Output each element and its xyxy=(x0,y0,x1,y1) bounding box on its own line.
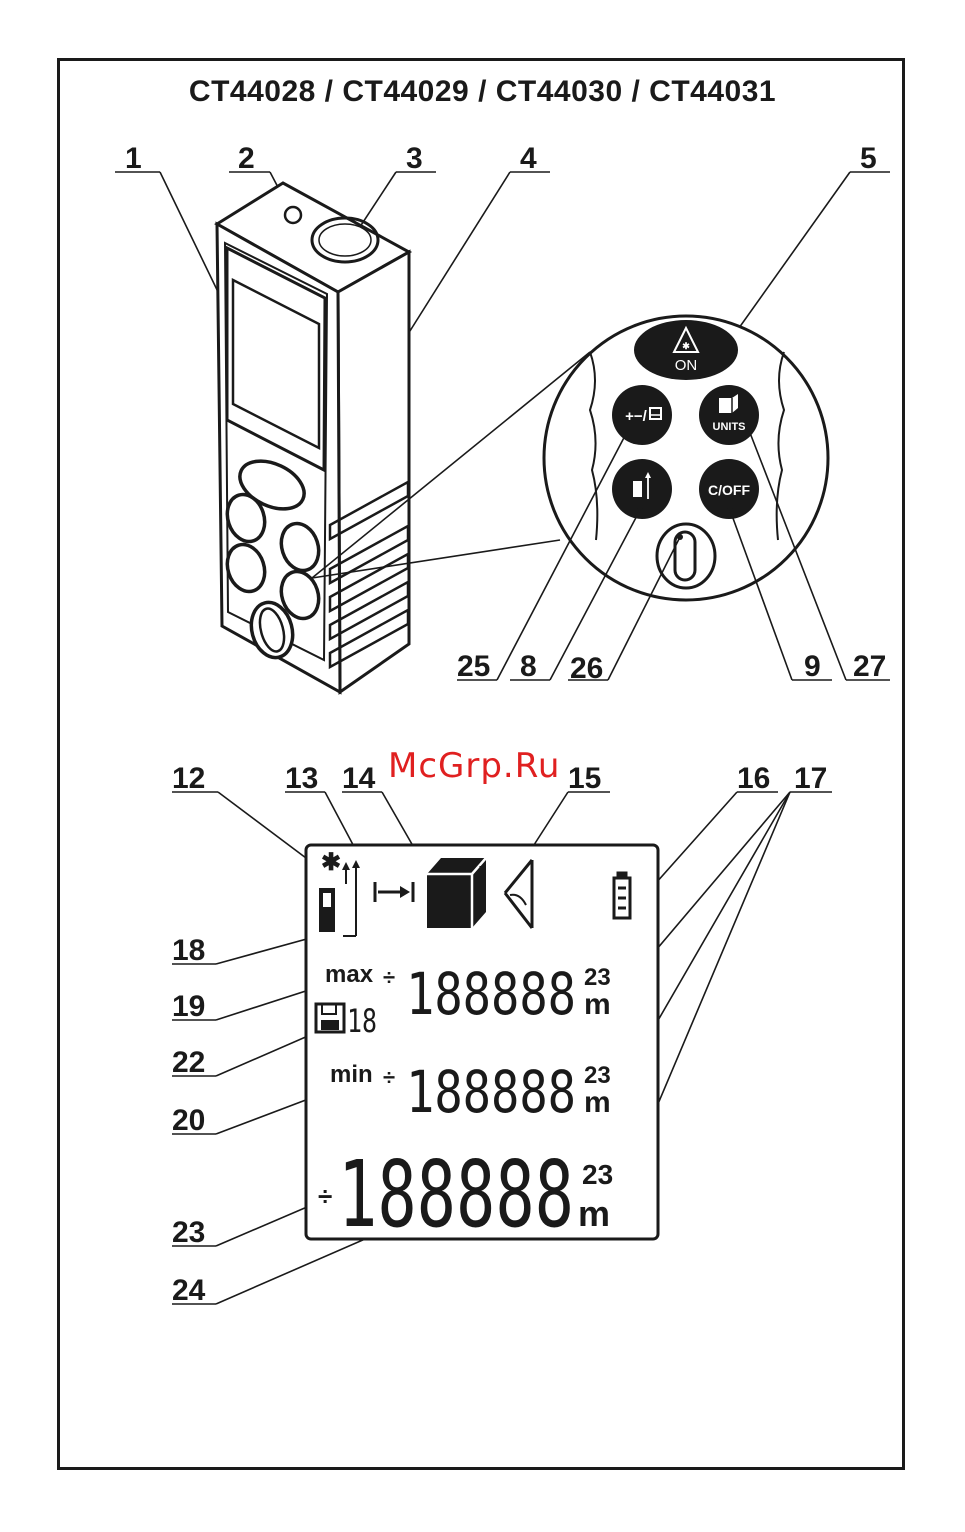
callout-23: 23 xyxy=(172,1216,205,1249)
button-detail-zoom: ✱ ON +−/ UNITS C/OFF xyxy=(544,316,828,600)
callout-2: 2 xyxy=(238,142,255,175)
superscript-indicator: 23 xyxy=(584,964,611,991)
callout-17: 17 xyxy=(794,762,827,795)
unit-label: m xyxy=(584,1086,611,1119)
units-button[interactable]: UNITS xyxy=(699,385,759,445)
callout-5: 5 xyxy=(860,142,877,175)
callout-24: 24 xyxy=(172,1274,206,1307)
max-label: max xyxy=(325,961,374,988)
callout-20: 20 xyxy=(172,1104,205,1137)
reference-point-icon xyxy=(633,481,642,497)
laser-indicator: ✱ xyxy=(321,849,341,876)
watermark: McGrp.Ru xyxy=(388,746,560,786)
laser-star-icon: ✱ xyxy=(682,341,690,351)
add-subtract-memory-button[interactable]: +−/ xyxy=(612,385,672,445)
volume-cube-icon xyxy=(427,858,486,928)
sign-indicator: ÷ xyxy=(383,1065,395,1090)
callout-1: 1 xyxy=(125,142,142,175)
min-label: min xyxy=(330,1061,373,1088)
units-label: UNITS xyxy=(713,421,746,433)
callout-18: 18 xyxy=(172,934,205,967)
callout-3: 3 xyxy=(406,142,423,175)
callout-26: 26 xyxy=(570,652,603,685)
callout-13: 13 xyxy=(285,762,318,795)
unit-label: m xyxy=(584,988,611,1021)
callout-8: 8 xyxy=(520,650,537,683)
callout-25: 25 xyxy=(457,650,490,683)
max-value-digits: 188888 xyxy=(406,960,576,1028)
superscript-indicator: 23 xyxy=(582,1159,613,1190)
callout-4: 4 xyxy=(520,142,537,175)
device-body xyxy=(217,183,409,692)
memory-index: 18 xyxy=(347,1002,377,1040)
lcd-panel: ✱ | --> xyxy=(306,845,658,1248)
superscript-indicator: 23 xyxy=(584,1062,611,1089)
callout-9: 9 xyxy=(804,650,821,683)
main-value-digits: 188888 xyxy=(338,1141,574,1248)
min-value-digits: 188888 xyxy=(406,1058,576,1126)
plus-minus-label: +−/ xyxy=(625,408,648,425)
unit-label: m xyxy=(578,1193,610,1234)
laser-star-icon: ✱ xyxy=(321,849,341,876)
function-selector-knob[interactable] xyxy=(657,524,715,588)
callout-12: 12 xyxy=(172,762,205,795)
c-off-label: C/OFF xyxy=(708,482,750,498)
sign-indicator: ÷ xyxy=(383,965,395,990)
callout-15: 15 xyxy=(568,762,601,795)
callout-19: 19 xyxy=(172,990,205,1023)
callout-14: 14 xyxy=(342,762,376,795)
callout-27: 27 xyxy=(853,650,886,683)
on-label: ON xyxy=(675,357,698,374)
callout-16: 16 xyxy=(737,762,770,795)
callout-22: 22 xyxy=(172,1046,205,1079)
sign-indicator: ÷ xyxy=(318,1181,332,1211)
